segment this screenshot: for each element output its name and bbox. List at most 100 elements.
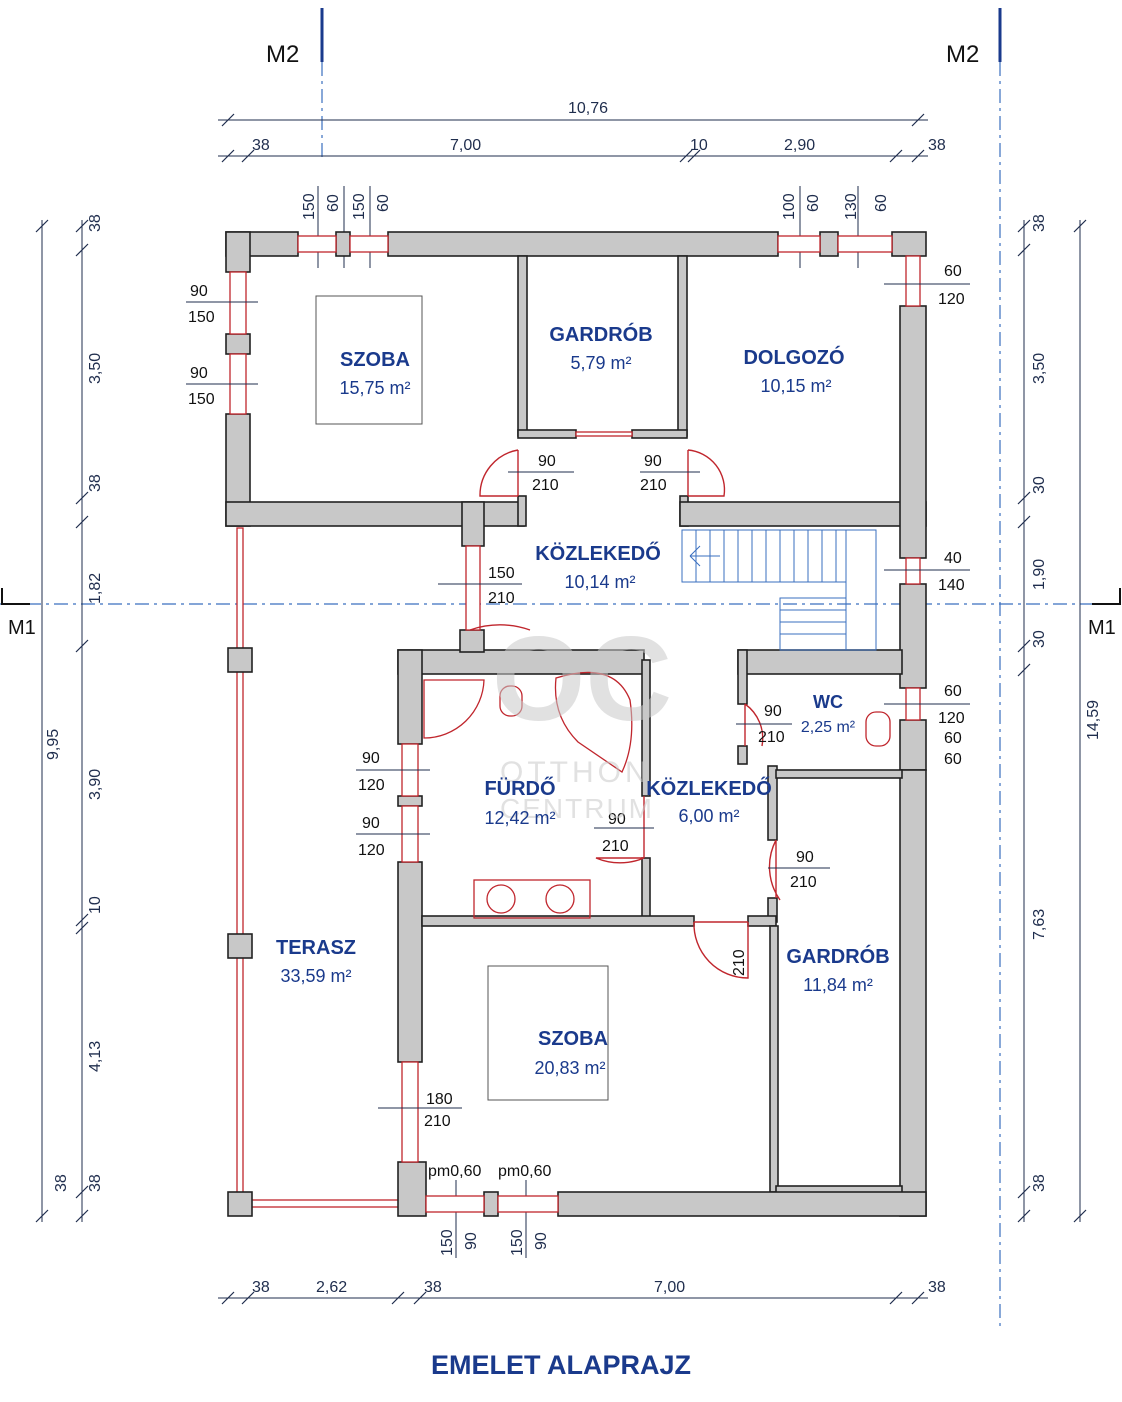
room-name: SZOBA (538, 1028, 608, 1050)
dim-left-inner-4: 1,82 (87, 573, 104, 604)
opening-w: 90 (362, 815, 380, 832)
bathtub-icon (554, 671, 633, 773)
watermark-logo: OC (492, 612, 672, 746)
room-name: GARDRÓB (786, 944, 889, 968)
room-name: FÜRDŐ (484, 777, 555, 800)
room-name: TERASZ (276, 937, 356, 959)
wc-toilet-icon (865, 711, 891, 747)
win-dim-top-5: 100 (781, 193, 798, 220)
win-dim-top-6: 60 (805, 194, 822, 212)
opening-h: 140 (938, 577, 965, 594)
opening-h: 120 (938, 291, 965, 308)
room-area: 2,25 m² (801, 719, 856, 736)
opening-w: 180 (426, 1091, 453, 1108)
dim-top-1: 38 (252, 137, 270, 154)
room-area: 6,00 m² (678, 806, 739, 826)
opening-w: 90 (362, 750, 380, 767)
bottom-dimensions: 38 2,62 38 7,00 38 (218, 1279, 946, 1305)
win-dim-bottom-4: 90 (533, 1232, 550, 1250)
dim-top-5: 38 (928, 137, 946, 154)
opening-h: 120 (938, 710, 965, 727)
opening-w: 40 (944, 550, 962, 567)
shower-icon (423, 679, 485, 739)
top-dimensions: 10,76 38 7,00 10 2,90 38 (218, 100, 946, 163)
win-dim-top-1: 150 (301, 193, 318, 220)
opening-h: 210 (602, 838, 629, 855)
dim-left-outer-1: 9,95 (45, 729, 62, 760)
opening-w: 90 (796, 849, 814, 866)
axis-label-m1-left: M1 (8, 617, 36, 639)
vanity-icon (473, 879, 591, 919)
bottom-window-dims: 150 90 150 90 (439, 1180, 550, 1258)
room-area: 20,83 m² (534, 1058, 605, 1078)
opening-w: 90 (538, 453, 556, 470)
opening-w: 150 (488, 565, 515, 582)
dim-left-inner-5: 3,90 (87, 769, 104, 800)
dim-bottom-5: 38 (928, 1279, 946, 1296)
dim-top-2: 7,00 (450, 137, 481, 154)
staircase (681, 529, 877, 651)
right-dimensions: 38 3,50 30 1,90 30 7,63 38 14,59 (1017, 214, 1102, 1223)
opening-h: 210 (532, 477, 559, 494)
dim-bottom-2: 2,62 (316, 1279, 347, 1296)
top-window-dims: 150 60 150 60 100 60 130 60 (301, 186, 890, 268)
dim-bottom-1: 38 (252, 1279, 270, 1296)
furniture (315, 295, 609, 1101)
win-dim-top-7: 130 (843, 193, 860, 220)
room-name: GARDRÓB (549, 322, 652, 346)
win-dim-bottom-1: 150 (439, 1229, 456, 1256)
dim-right-inner-5: 30 (1031, 630, 1048, 648)
dim-top-4: 2,90 (784, 137, 815, 154)
opening-h: 120 (358, 777, 385, 794)
opening-w: 90 (764, 703, 782, 720)
dim-right-inner-3: 30 (1031, 476, 1048, 494)
watermark-line2: CENTRUM (500, 793, 654, 824)
room-name: SZOBA (340, 349, 410, 371)
room-area: 11,84 m² (803, 975, 873, 995)
terrace-column (227, 1191, 253, 1217)
opening-h: 120 (358, 842, 385, 859)
room-labels: SZOBA 15,75 m² GARDRÓB 5,79 m² DOLGOZÓ 1… (276, 322, 890, 1078)
dim-top-3: 10 (690, 137, 708, 154)
watermark-line1: OTTHON (500, 756, 651, 789)
win-dim-top-3: 150 (351, 193, 368, 220)
win-dim-top-2: 60 (325, 194, 342, 212)
dim-left-inner-6: 10 (87, 896, 104, 914)
opening-h: 210 (424, 1113, 451, 1130)
watermark: OC OTTHON CENTRUM (492, 612, 672, 824)
terrace-railing (227, 527, 401, 1217)
dim-left-outer-2: 38 (53, 1174, 70, 1192)
opening-h: 210 (488, 590, 515, 607)
opening-w: pm0,60 (428, 1163, 481, 1180)
opening-w: 90 (190, 365, 208, 382)
sink-icon (486, 884, 516, 914)
dim-right-inner-7: 38 (1031, 1174, 1048, 1192)
dim-left-inner-8: 38 (87, 1174, 104, 1192)
bath-fixtures (423, 671, 891, 919)
dim-left-inner-3: 38 (87, 474, 104, 492)
dim-left-inner-2: 3,50 (87, 353, 104, 384)
dim-bottom-3: 38 (424, 1279, 442, 1296)
opening-h: 210 (758, 729, 785, 746)
opening-h: 210 (790, 874, 817, 891)
toilet-icon (499, 685, 523, 717)
opening-h: 150 (188, 391, 215, 408)
dim-left-inner-1: 38 (87, 214, 104, 232)
room-area: 15,75 m² (339, 378, 410, 398)
opening-w: 90 (644, 453, 662, 470)
win-dim-top-8: 60 (873, 194, 890, 212)
opening-w: 60 (944, 730, 962, 747)
sink-icon (545, 884, 575, 914)
opening-w: pm0,60 (498, 1163, 551, 1180)
room-area: 5,79 m² (570, 353, 631, 373)
dim-right-inner-4: 1,90 (1031, 559, 1048, 590)
windows (229, 235, 921, 1213)
left-dimensions: 9,95 38 38 3,50 38 1,82 3,90 10 4,13 38 (35, 214, 104, 1223)
bed-outline (315, 295, 423, 425)
opening-w: 210 (731, 949, 748, 976)
dim-left-inner-7: 4,13 (87, 1041, 104, 1072)
opening-w: 60 (944, 683, 962, 700)
drawing-title: EMELET ALAPRAJZ (431, 1350, 691, 1380)
bed-outline (487, 965, 609, 1101)
